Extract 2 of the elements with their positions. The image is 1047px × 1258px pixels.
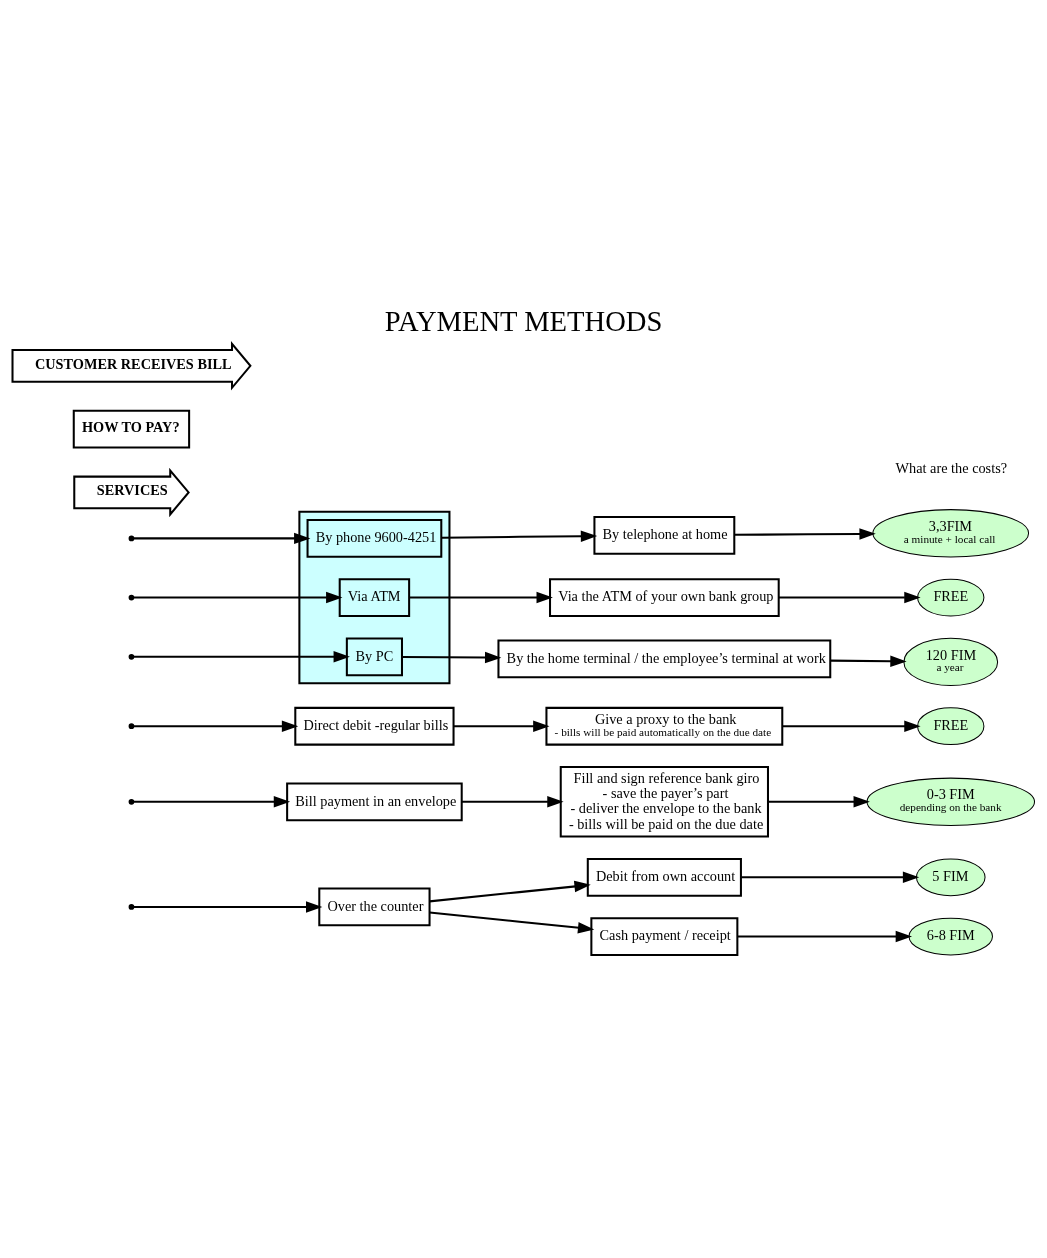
label: What are the costs? [895, 459, 1008, 476]
diagram-title: PAYMENT METHODS [384, 305, 663, 337]
